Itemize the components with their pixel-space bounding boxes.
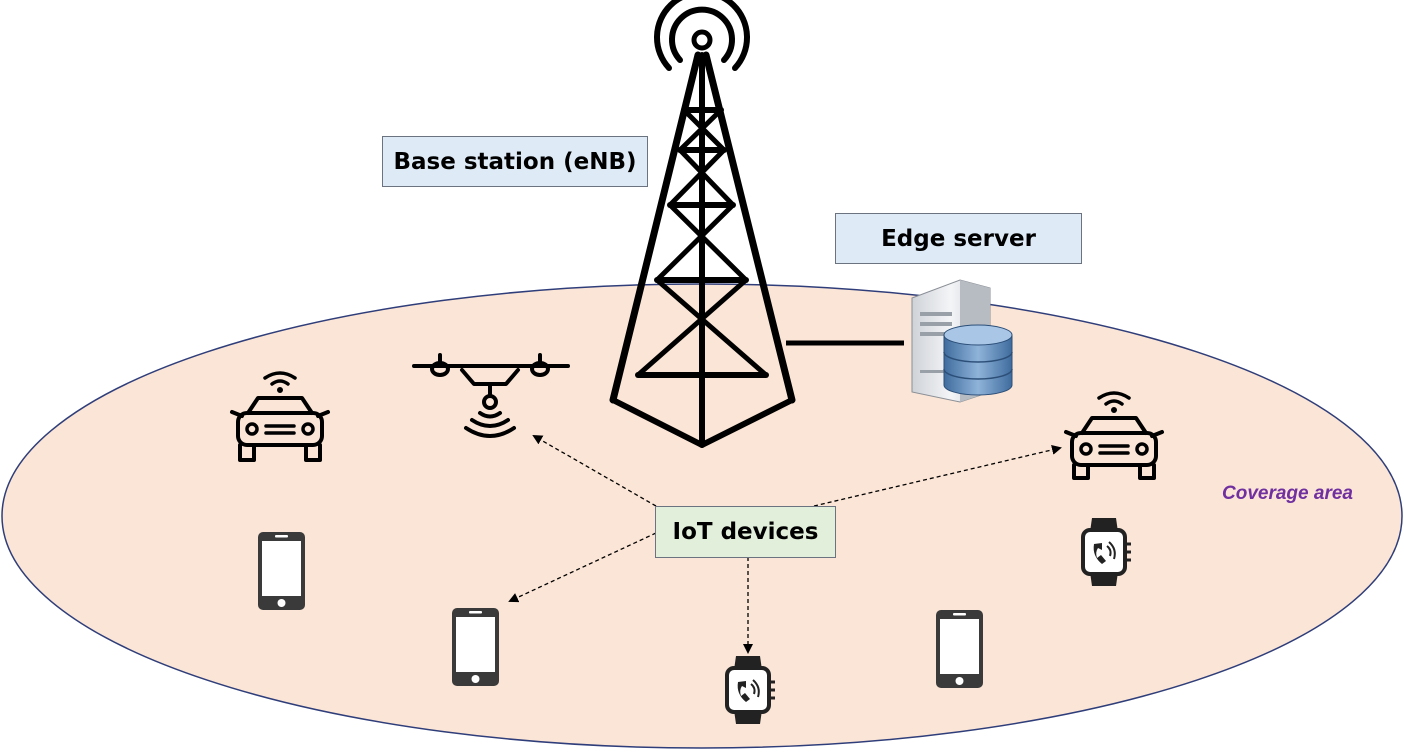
car-icon [230,371,330,462]
server-database-icon [911,279,1013,403]
smartphone-icon [452,608,499,686]
cell-tower-icon [609,0,796,448]
arrow-to-drone [532,435,657,507]
iot-arrows [508,435,1062,654]
smartphone-icon [258,532,305,610]
arrow-to-car [813,444,1062,507]
smartwatch-icon [1081,518,1131,586]
drone-icon [412,353,570,438]
arrow-to-phone [508,532,657,603]
car-icon [1064,391,1164,480]
base-station-label: Base station (eNB) [382,136,648,187]
smartwatch-icon [725,656,775,724]
iot-devices-label: IoT devices [655,506,836,558]
edge-server-label: Edge server [835,213,1082,264]
smartphone-icon [936,610,983,688]
coverage-area-label: Coverage area [1222,483,1353,504]
